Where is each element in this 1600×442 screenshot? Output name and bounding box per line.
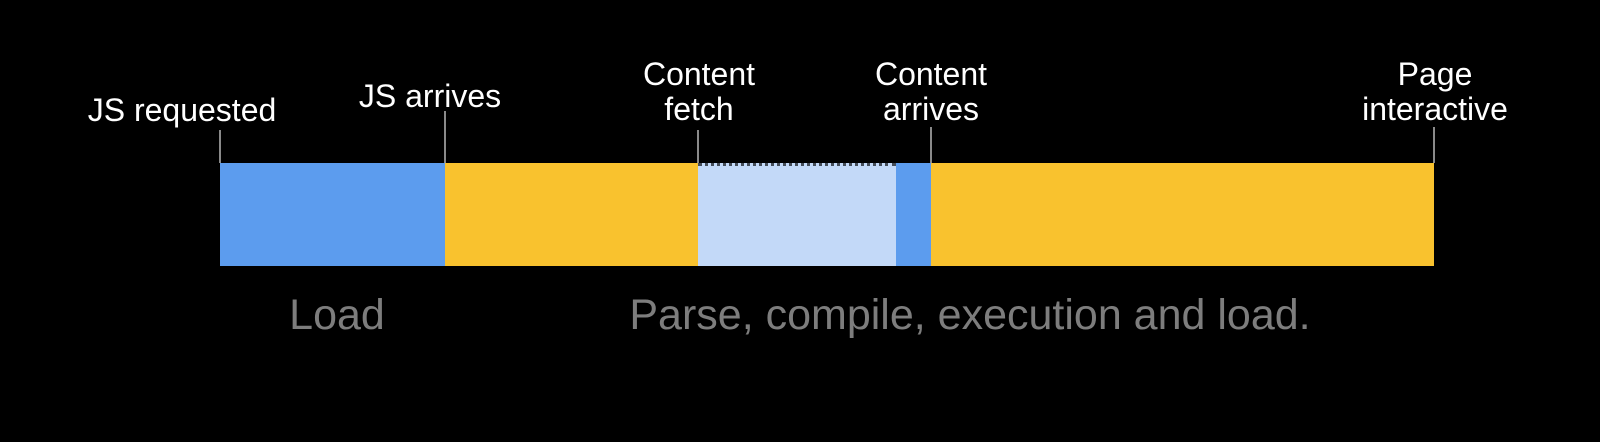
marker-label-content-arrives: Content arrives bbox=[875, 57, 987, 127]
caption-load: Load bbox=[289, 291, 385, 339]
marker-label-line: interactive bbox=[1362, 91, 1508, 127]
tick-js-arrives bbox=[444, 111, 446, 163]
marker-label-js-requested: JS requested bbox=[88, 93, 277, 128]
marker-label-line: JS requested bbox=[87, 92, 277, 128]
marker-label-page-interactive: Page interactive bbox=[1362, 57, 1508, 127]
marker-label-line: Page bbox=[1397, 56, 1473, 92]
segment-parse-yellow-1 bbox=[445, 163, 698, 266]
segment-content-fetch-lightblue bbox=[698, 163, 896, 266]
tick-content-arrives bbox=[930, 127, 932, 163]
marker-label-line: Content bbox=[874, 56, 988, 92]
marker-label-line: Content bbox=[642, 56, 756, 92]
marker-label-js-arrives: JS arrives bbox=[359, 79, 501, 114]
timeline-bar bbox=[220, 163, 1434, 266]
segment-content-arrives-blue bbox=[896, 163, 931, 266]
segment-js-request-blue bbox=[220, 163, 445, 266]
segment-parse-yellow-2 bbox=[931, 163, 1434, 266]
tick-content-fetch bbox=[697, 130, 699, 163]
tick-js-requested bbox=[219, 130, 221, 163]
marker-label-line: fetch bbox=[664, 91, 734, 127]
caption-parse-compile: Parse, compile, execution and load. bbox=[629, 291, 1311, 339]
marker-label-line: arrives bbox=[882, 91, 980, 127]
marker-label-line: JS arrives bbox=[358, 78, 502, 114]
marker-label-content-fetch: Content fetch bbox=[643, 57, 755, 127]
tick-page-interactive bbox=[1433, 127, 1435, 163]
